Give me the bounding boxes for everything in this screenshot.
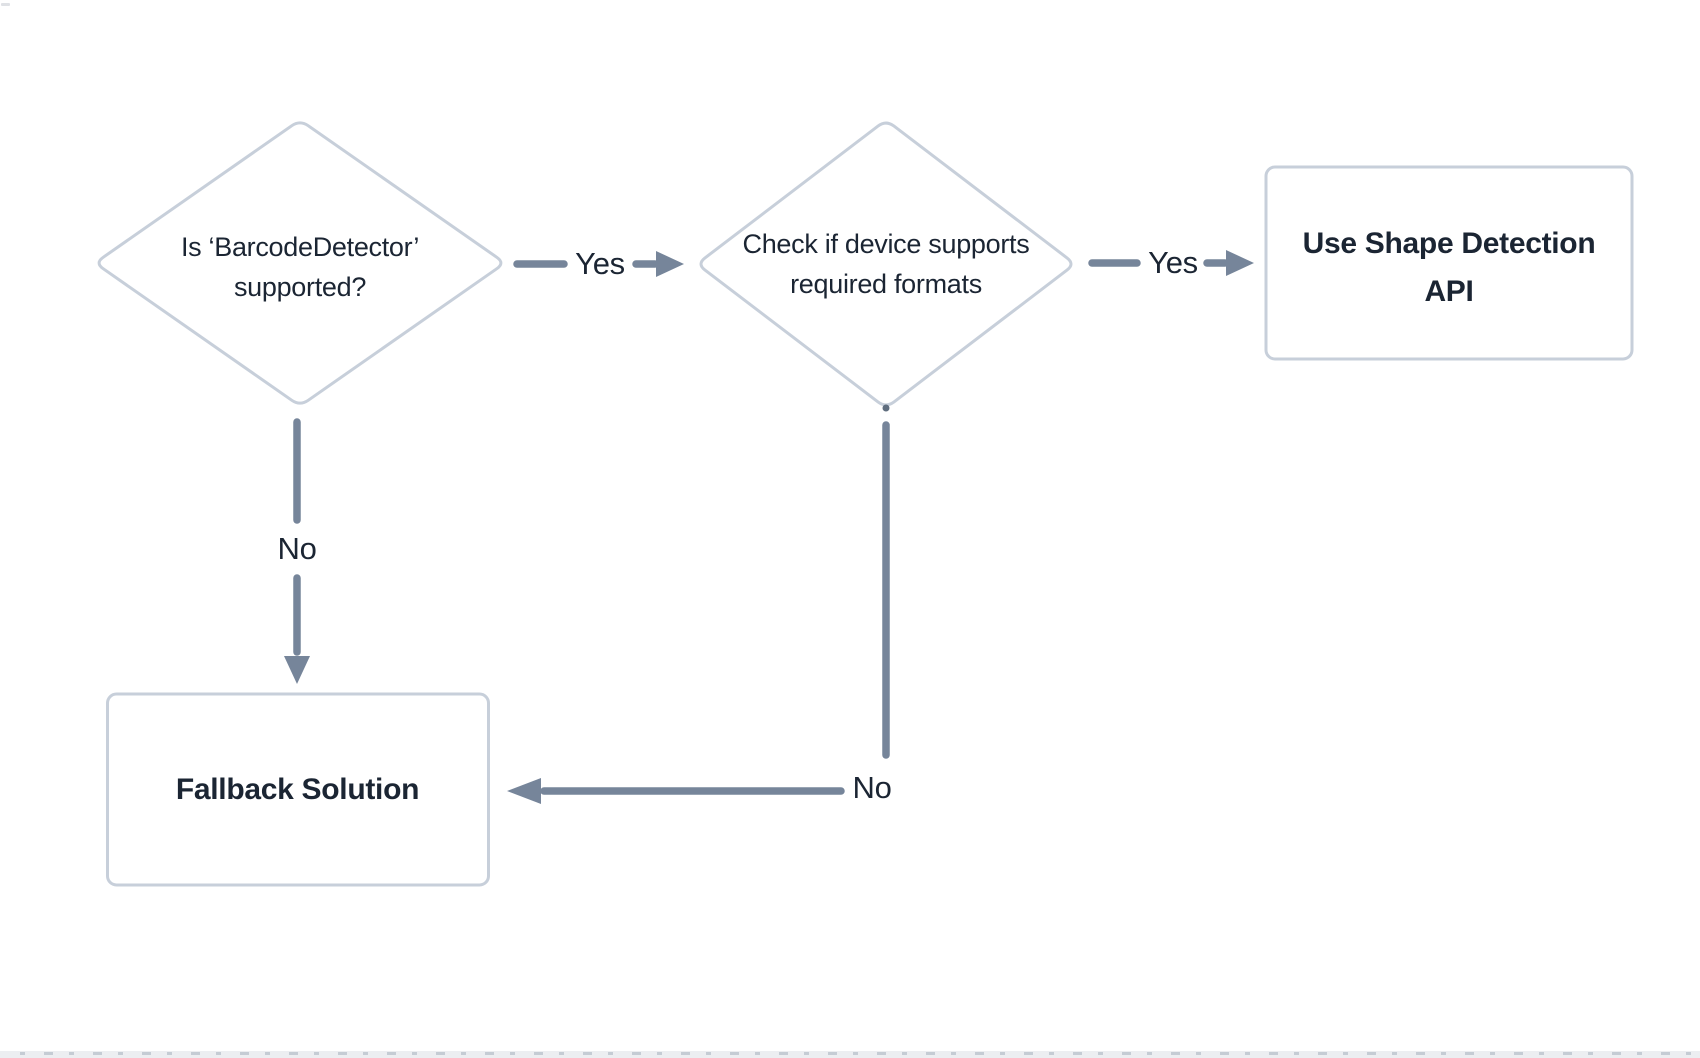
edge-label-supported-no: No xyxy=(275,531,319,567)
edge-anchor-dot xyxy=(882,404,890,412)
edge-label-supported-yes: Yes xyxy=(573,246,627,282)
node-process-fallback: Fallback Solution xyxy=(107,694,488,885)
edge-supported-no-arrow xyxy=(284,418,310,684)
edge-label-formats-no: No xyxy=(850,770,894,806)
node-decision-supported: Is ‘BarcodeDetector’ supported? xyxy=(95,120,505,406)
process-shape-api-rect-shape xyxy=(1264,165,1634,361)
node-decision-supported-label: Is ‘BarcodeDetector’ supported? xyxy=(180,232,420,302)
edge-formats-no-arrow xyxy=(507,404,890,804)
node-decision-formats: Check if device supports required format… xyxy=(697,120,1075,408)
node-decision-formats-label: Check if device supports required format… xyxy=(742,229,1030,299)
edge-supported-yes-arrow xyxy=(513,251,684,277)
bottom-tick-strip xyxy=(0,1051,1700,1058)
corner-artifact xyxy=(1,3,10,6)
decision-supported-diamond-shape xyxy=(97,121,503,405)
node-process-shape-api: Use Shape Detection API xyxy=(1266,167,1632,359)
node-process-shape-api-label: Use Shape Detection API xyxy=(1302,227,1596,308)
decision-formats-diamond-shape xyxy=(699,121,1073,407)
edge-label-formats-yes: Yes xyxy=(1146,245,1200,281)
edge-formats-yes-arrow xyxy=(1088,250,1254,276)
process-fallback-rect-shape xyxy=(106,692,490,887)
node-process-fallback-label: Fallback Solution xyxy=(175,772,420,806)
